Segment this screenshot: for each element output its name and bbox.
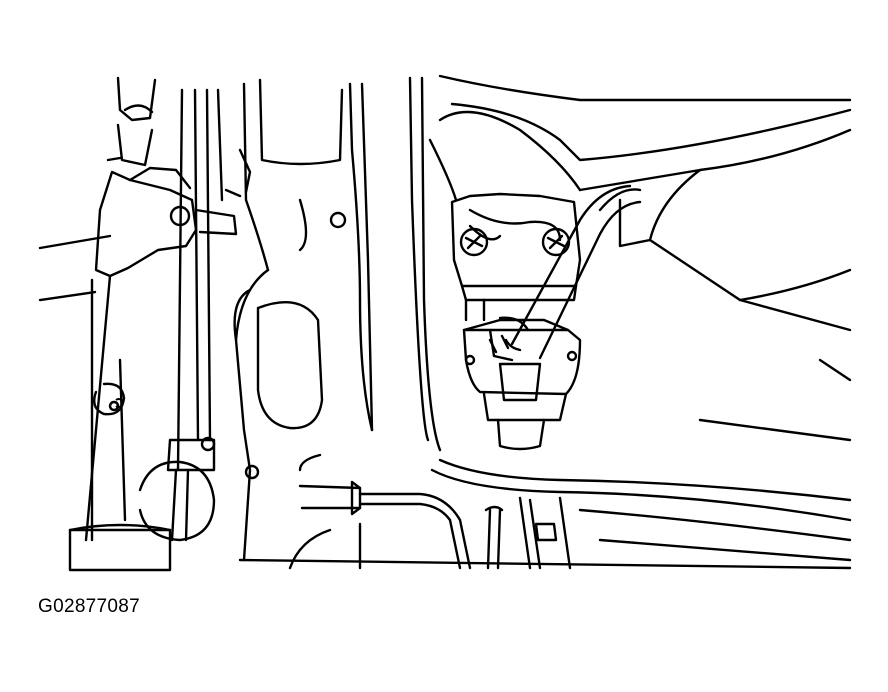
figure-id-label: G02877087 (38, 596, 141, 617)
upper-hose (410, 76, 850, 450)
vertical-rod (140, 90, 250, 540)
central-frame (235, 80, 372, 568)
left-bracket-assembly (40, 78, 196, 570)
lower-pipes (240, 460, 850, 568)
wiring-harness (500, 186, 640, 358)
clip-markers (116, 399, 123, 407)
sensor-body (452, 194, 580, 449)
